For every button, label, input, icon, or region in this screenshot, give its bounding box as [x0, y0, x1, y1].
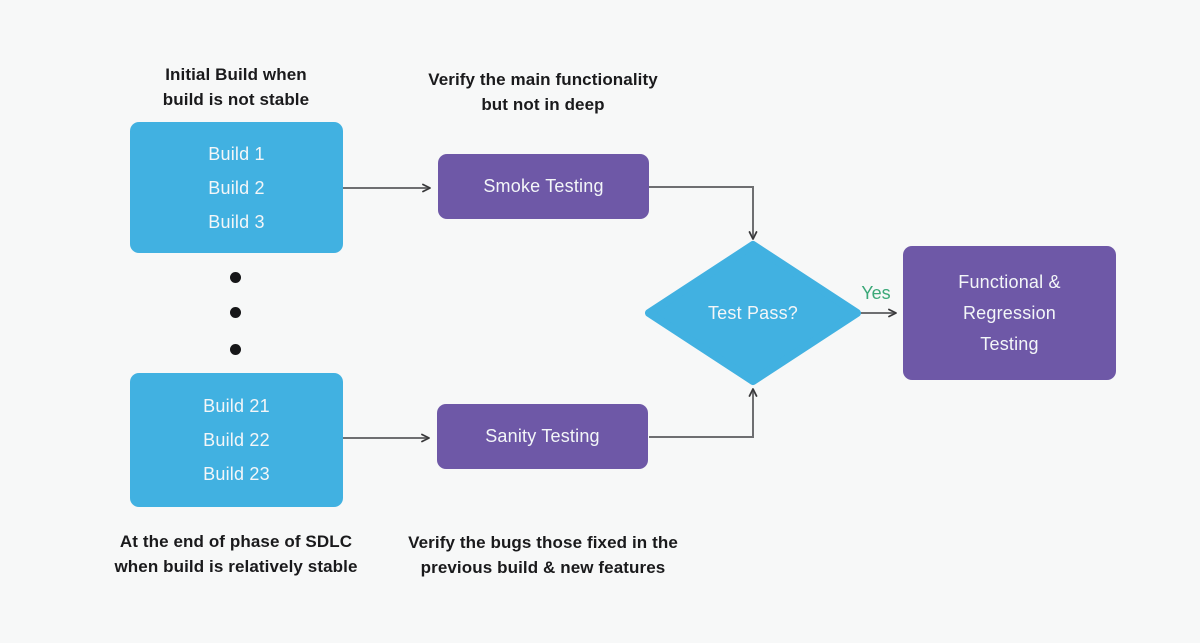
build-item: Build 22 [203, 430, 270, 450]
yes-branch-label: Yes [861, 283, 891, 303]
build-item: Build 23 [203, 464, 270, 484]
arrow-sanity-to-decision [649, 388, 758, 438]
note-line: when build is relatively stable [114, 557, 358, 576]
note-line: build is not stable [162, 90, 310, 109]
node-label-line: Regression [962, 302, 1057, 323]
note-sanity-desc: Verify the bugs those fixed in the previ… [383, 530, 703, 580]
ellipsis-dot [230, 272, 241, 283]
node-builds-initial: Build 1 Build 2 Build 3 [130, 122, 343, 253]
build-item: Build 2 [208, 177, 265, 198]
node-label-line: Testing [980, 333, 1039, 354]
note-line: previous build & new features [420, 558, 666, 577]
note-line: Verify the bugs those fixed in the [408, 533, 678, 552]
decision-label: Test Pass? [653, 245, 853, 381]
node-label-line: Functional & [958, 271, 1061, 292]
build-item: Build 21 [203, 396, 270, 416]
note-line: Initial Build when [165, 65, 307, 84]
node-sanity-testing: Sanity Testing [437, 404, 648, 469]
node-smoke-testing: Smoke Testing [438, 154, 649, 219]
note-line: but not in deep [481, 95, 605, 114]
build-item: Build 3 [208, 211, 265, 232]
note-line: Verify the main functionality [428, 70, 658, 89]
build-item: Build 1 [208, 143, 265, 164]
ellipsis-dot [230, 344, 241, 355]
node-builds-later: Build 21 Build 22 Build 23 [130, 373, 343, 507]
arrow-smoke-to-decision [649, 186, 758, 240]
note-smoke-desc: Verify the main functionality but not in… [393, 67, 693, 117]
node-label: Smoke Testing [483, 176, 604, 196]
note-initial-build: Initial Build when build is not stable [86, 62, 386, 112]
note-line: At the end of phase of SDLC [119, 532, 353, 551]
ellipsis-dot [230, 307, 241, 318]
node-label: Sanity Testing [485, 426, 600, 446]
note-later-build: At the end of phase of SDLC when build i… [86, 529, 386, 579]
node-label: Test Pass? [707, 302, 799, 323]
node-functional-regression-testing: Functional & Regression Testing [903, 246, 1116, 380]
